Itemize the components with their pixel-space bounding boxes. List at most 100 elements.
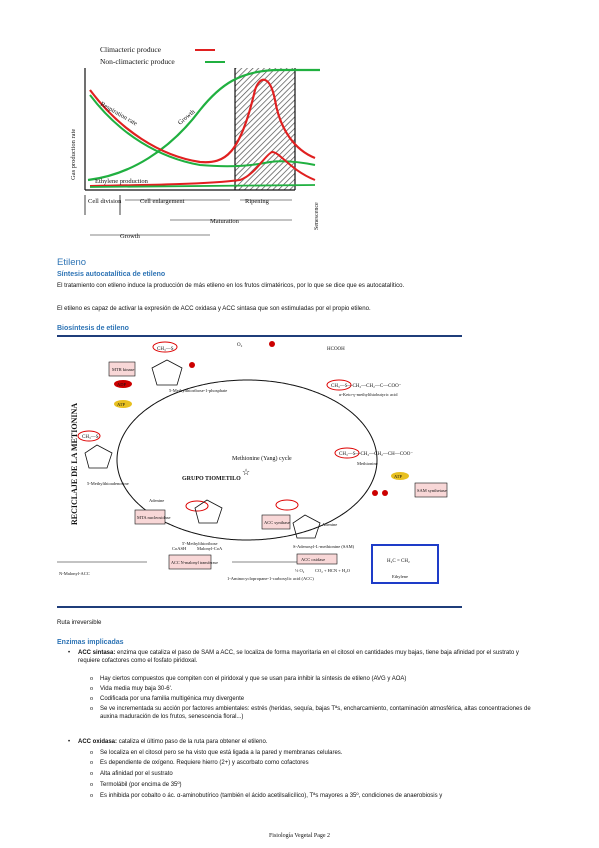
acc-synthase-label: ACC synthase: [264, 520, 290, 525]
adenine-2: Adenine: [322, 522, 337, 527]
acc-oxidase-lead: ACC oxidasa:: [78, 739, 118, 745]
acc-oxidase-sub-3: Alta afinidad por el sustrato: [90, 770, 540, 778]
macc-label: N-Malonyl-ACC: [59, 571, 90, 576]
adenine-1: Adenine: [149, 498, 164, 503]
mta-label: 5-Methylthioadenosine: [87, 481, 129, 486]
ethylene-non-climacteric: [89, 184, 316, 188]
stage-ripening: Ripening: [245, 198, 270, 205]
paragraph-1: El tratamiento con etileno induce la pro…: [57, 282, 405, 289]
o2-half: ½ O₂: [295, 568, 305, 573]
page-footer: Fisiología Vegetal Page 2: [268, 833, 331, 839]
ethylene-label: Ethylene: [392, 574, 408, 579]
methionine-label: Methionine: [357, 461, 378, 466]
ethylene-label: Ethylene production: [95, 178, 149, 185]
o2-top: O₂: [237, 343, 243, 348]
group-label: GRUPO TIOMETILO: [182, 476, 241, 482]
ch3s-marker-6: [275, 499, 299, 511]
acc-nmalonyl-label: ACC N-malonyl transferase: [171, 560, 218, 565]
pi-dot-2: [382, 490, 388, 496]
mtr-kinase-box: [108, 361, 136, 377]
acc-oxidase-sub-1: Se localiza en el citosol pero se ha vis…: [90, 749, 540, 757]
atp-pill-1: [114, 400, 132, 408]
respiration-non-climacteric: [89, 94, 316, 168]
ch3s-marker-4: [77, 430, 101, 442]
byproducts: CO₂ + HCN + H₂O: [315, 568, 351, 573]
mtr-kinase-label: MTR kinase: [112, 367, 134, 372]
ribose-ring-4: [292, 514, 321, 539]
biosynthesis-rule-top: [57, 335, 462, 337]
stage-maturation: Maturation: [210, 218, 240, 225]
ethylene-formula: H₂C = CH₂: [387, 559, 410, 564]
stage-growth: Growth: [120, 233, 141, 240]
growth-curve: [87, 68, 320, 182]
biosynthesis-title: Biosíntesis de etileno: [57, 325, 129, 332]
section-title: Etileno: [57, 257, 87, 268]
acc-oxidase-text: cataliza el último paso de la ruta para …: [118, 739, 268, 745]
biosynthesis-rule-bottom: [57, 606, 462, 608]
ethylene-box: [371, 544, 439, 584]
adp-pill: [114, 380, 132, 388]
biosynthesis-figure: RECICLAJE DE LA METIONINA Methionine (Ya…: [57, 341, 448, 584]
legend-climacteric: Climacteric produce: [100, 45, 162, 54]
stage-cell-division: Cell division: [88, 198, 122, 205]
acc-synthase-text: enzima que cataliza el paso de SAM a ACC…: [78, 650, 519, 664]
ribose-ring-3: [194, 499, 223, 524]
atp-label-1: ATP: [117, 402, 125, 407]
ch3s-marker-1: [152, 341, 178, 353]
acc-nmalonyl-box: [168, 554, 212, 570]
paragraph-2: El etileno es capaz de activar la expres…: [57, 305, 371, 312]
kmb-label: α-Keto-γ-methylthiobutyric acid: [339, 392, 398, 397]
enzymes-title: Enzimas implicadas: [57, 639, 124, 646]
kmb-formula: CH₃—S—CH₂—CH₂—C—COO⁻: [331, 384, 402, 389]
acc-label: 1-Aminocyclopropane-1-carboxylic acid (A…: [227, 576, 314, 581]
star-icon: ☆: [242, 467, 250, 477]
stage-cell-enlargement: Cell enlargement: [140, 198, 185, 205]
yang-cycle-label: Methionine (Yang) cycle: [232, 455, 292, 462]
acc-oxidase-box: [296, 553, 338, 565]
o2-dot: [269, 341, 275, 347]
ch3s-marker-5: [185, 500, 209, 512]
acc-oxidase-sub-5: Es inhibida por cobalto o ác. α-aminobut…: [90, 792, 540, 800]
ch3s-1: CH₃—S: [157, 347, 174, 352]
ripening-figure: Climacteric produce Non-climacteric prod…: [70, 45, 320, 240]
atp-label-2: ATP: [394, 474, 402, 479]
met-formula: CH₃—S—CH₂—CH₂—CH—COO⁻: [339, 452, 413, 457]
sam-synthetase-box: [414, 482, 448, 498]
enzyme-acc-oxidase: ACC oxidasa: cataliza el último paso de …: [68, 738, 538, 746]
coash-label: CoASH: [172, 546, 187, 551]
mta-nucleosidase-label: MTA nucleosidase: [137, 515, 171, 520]
pi-dot-1: [372, 490, 378, 496]
ch3s-4: CH₃—S: [82, 435, 99, 440]
ch3s-marker-3: [334, 447, 360, 459]
adp-label: ADP: [117, 382, 126, 387]
ethylene-climacteric: [89, 150, 316, 187]
mtr-label: 5'-Methylthioribose: [182, 541, 218, 546]
acc-synthase-sub-1: Hay ciertos compuestos que compiten con …: [90, 675, 540, 683]
acc-oxidase-label: ACC oxidase: [301, 557, 325, 562]
sam-label: S-Adenosyl-L-methionine (SAM): [293, 544, 355, 549]
malonyl-label: Malonyl-CoA: [197, 546, 223, 551]
sam-synthetase-label: SAM synthetase: [417, 488, 447, 493]
acc-oxidase-sub-4: Termolábil (por encima de 35º): [90, 781, 540, 789]
acc-synthase-sub-4: Se ve incrementada su acción por factore…: [90, 705, 540, 721]
y-axis-label: Gas production rate: [70, 129, 77, 180]
ruta-irreversible: Ruta irreversible: [57, 619, 102, 626]
enzyme-acc-synthase: ACC sintasa: enzima que cataliza el paso…: [68, 649, 538, 665]
mtr1p-label: 5-Methylthioribose-1-phosphate: [169, 388, 227, 393]
acc-synthase-lead: ACC sintasa:: [78, 650, 116, 656]
acc-synthase-box: [261, 514, 291, 530]
stage-senescence: Senescence: [314, 202, 320, 230]
legend-non-climacteric: Non-climacteric produce: [100, 57, 175, 66]
ribose-ring-1: [151, 359, 183, 386]
yang-cycle-arc: [116, 379, 378, 541]
side-label: RECICLAJE DE LA METIONINA: [70, 403, 79, 525]
section-subtitle: Síntesis autocatalítica de etileno: [57, 271, 166, 278]
respiration-climacteric: [89, 78, 316, 164]
phosphate-dot: [189, 362, 195, 368]
acc-synthase-sub-2: Vida media muy baja 30-6'.: [90, 685, 540, 693]
acc-synthase-sub-3: Codificada por una familia multigénica m…: [90, 695, 540, 703]
hcooh: HCOOH: [327, 347, 345, 352]
atp-pill-2: [391, 472, 409, 480]
acc-oxidase-sub-2: Es dependiente de oxígeno. Requiere hier…: [90, 759, 540, 767]
